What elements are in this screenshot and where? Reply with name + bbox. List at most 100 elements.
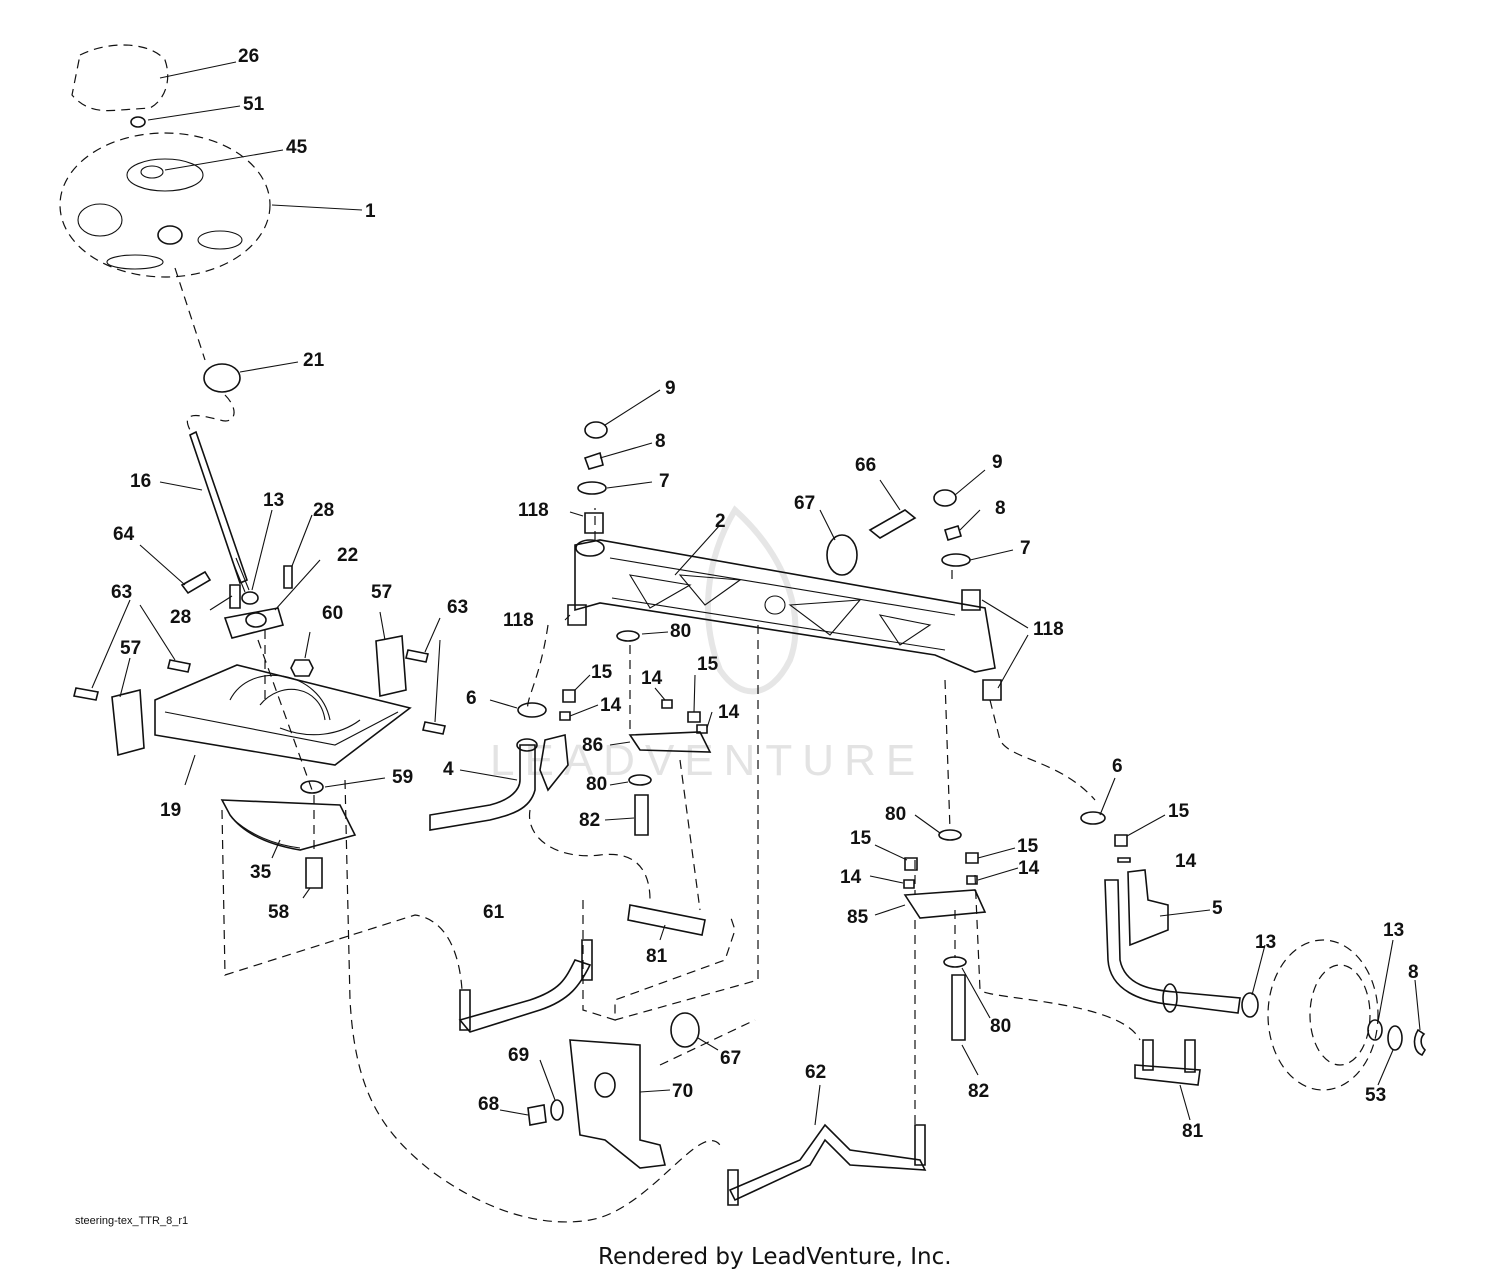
clip-64 <box>180 570 212 595</box>
callout-22: 22 <box>337 545 358 566</box>
washer-80-right-upper <box>938 829 962 841</box>
drag-link-path-left <box>221 809 463 991</box>
callout-80-right-bottom: 80 <box>990 1016 1011 1037</box>
steering-arm-85 <box>903 889 987 919</box>
callout-1: 1 <box>365 201 376 222</box>
washer-69 <box>550 1099 564 1121</box>
tie-rod-end-81-right <box>1134 1064 1201 1086</box>
shoulder-bolt-58 <box>305 857 323 889</box>
bolt-82-left <box>634 794 649 836</box>
cap-9-left <box>584 421 608 439</box>
callout-6-right: 6 <box>1112 756 1123 777</box>
drag-link-61 <box>458 959 592 1033</box>
leader-lines <box>91 61 1421 1126</box>
callout-7-right: 7 <box>1020 538 1031 559</box>
sector-gear-35 <box>220 799 357 851</box>
callout-26: 26 <box>238 46 259 67</box>
nut-14-right-c <box>1117 857 1131 863</box>
washer-80-middle <box>628 774 652 786</box>
wheel-spoke-top <box>126 158 204 192</box>
plate-slot <box>279 719 361 736</box>
nut-14-left-b <box>661 699 673 709</box>
callout-81-left: 81 <box>646 946 668 967</box>
spindle-5 <box>1104 879 1241 1014</box>
callout-9-right: 9 <box>992 452 1003 473</box>
callout-45: 45 <box>286 137 308 158</box>
callout-6-left: 6 <box>466 688 477 709</box>
spacer-67-top <box>826 534 858 576</box>
callout-118-top-left: 118 <box>518 500 549 521</box>
wheel-hub-spline <box>157 225 183 245</box>
callout-8-right: 8 <box>995 498 1006 519</box>
steering-wheel-group <box>59 44 271 593</box>
callout-82-left: 82 <box>579 810 600 831</box>
bolt-82-right <box>951 974 966 1041</box>
callout-5: 5 <box>1212 898 1223 919</box>
callout-14-right-a: 14 <box>840 867 862 888</box>
pivot-bracket-22 <box>223 607 285 639</box>
callout-59: 59 <box>392 767 413 788</box>
clip-8-hub <box>1413 1028 1427 1056</box>
callout-21: 21 <box>303 350 325 371</box>
spacer-118-right-bottom <box>982 679 1002 701</box>
washer-53 <box>1387 1025 1403 1051</box>
callout-14-left-a: 14 <box>600 695 622 716</box>
callout-57-right: 57 <box>371 582 392 603</box>
callout-62: 62 <box>805 1062 826 1083</box>
callout-8-left: 8 <box>655 431 666 452</box>
nut-68 <box>527 1104 547 1126</box>
nut-51 <box>130 116 146 128</box>
callout-81-right: 81 <box>1182 1121 1204 1142</box>
cap-9-right <box>933 489 957 507</box>
callout-80-middle: 80 <box>586 774 607 795</box>
callout-8-hub: 8 <box>1408 962 1419 983</box>
wheel-spoke-right <box>197 230 243 250</box>
plate-and-gear-group <box>73 565 463 991</box>
callout-53: 53 <box>1365 1085 1386 1106</box>
drag-link-62 <box>728 1123 927 1202</box>
callout-51: 51 <box>243 94 265 115</box>
callout-57-left: 57 <box>120 638 141 659</box>
nut-15-right-a <box>904 857 918 871</box>
seat-outline <box>71 44 169 112</box>
bolt-63-right-upper <box>405 649 429 663</box>
callout-85: 85 <box>847 907 869 928</box>
steering-wheel <box>59 132 271 278</box>
callout-15-left-a: 15 <box>591 662 613 683</box>
rendered-by-credit: Rendered by LeadVenture, Inc. <box>598 1244 952 1270</box>
front-axle-2 <box>574 539 996 673</box>
front-axle-group <box>567 421 1096 801</box>
nut-15-left-b <box>687 711 701 723</box>
callout-69: 69 <box>508 1045 529 1066</box>
clip-8-right <box>944 524 962 542</box>
callout-14-right-c: 14 <box>1175 851 1197 872</box>
bolt-63-mid <box>167 659 191 673</box>
washer-13-left <box>241 591 259 605</box>
bolt-28-upper <box>283 565 293 589</box>
callout-28-upper: 28 <box>313 500 334 521</box>
callout-14-right-b: 14 <box>1018 858 1040 879</box>
callout-70: 70 <box>672 1081 693 1102</box>
callout-15-right-a: 15 <box>850 828 872 849</box>
wheel-spoke-bottom <box>106 254 164 270</box>
nut-15-left-a <box>562 689 576 703</box>
diagram-file-name: steering-tex_TTR_8_r1 <box>75 1215 188 1227</box>
washer-45 <box>140 165 164 179</box>
callout-67-top: 67 <box>794 493 815 514</box>
callout-13-hub: 13 <box>1383 920 1404 941</box>
callout-35: 35 <box>250 862 272 883</box>
callout-7-left: 7 <box>659 471 670 492</box>
washer-59 <box>300 780 324 794</box>
tie-rod-end-81-left <box>627 904 706 936</box>
callout-66: 66 <box>855 455 876 476</box>
right-spindle-group <box>903 679 1427 1091</box>
steering-shaft-16 <box>189 430 248 585</box>
callout-82-right: 82 <box>968 1081 989 1102</box>
callout-118-right: 118 <box>1033 619 1064 640</box>
callout-13-axle: 13 <box>1255 932 1276 953</box>
callout-64: 64 <box>113 524 135 545</box>
callout-14-left-b: 14 <box>641 668 663 689</box>
bracket-57-right <box>375 635 407 697</box>
left-spindle-group <box>429 624 759 1021</box>
